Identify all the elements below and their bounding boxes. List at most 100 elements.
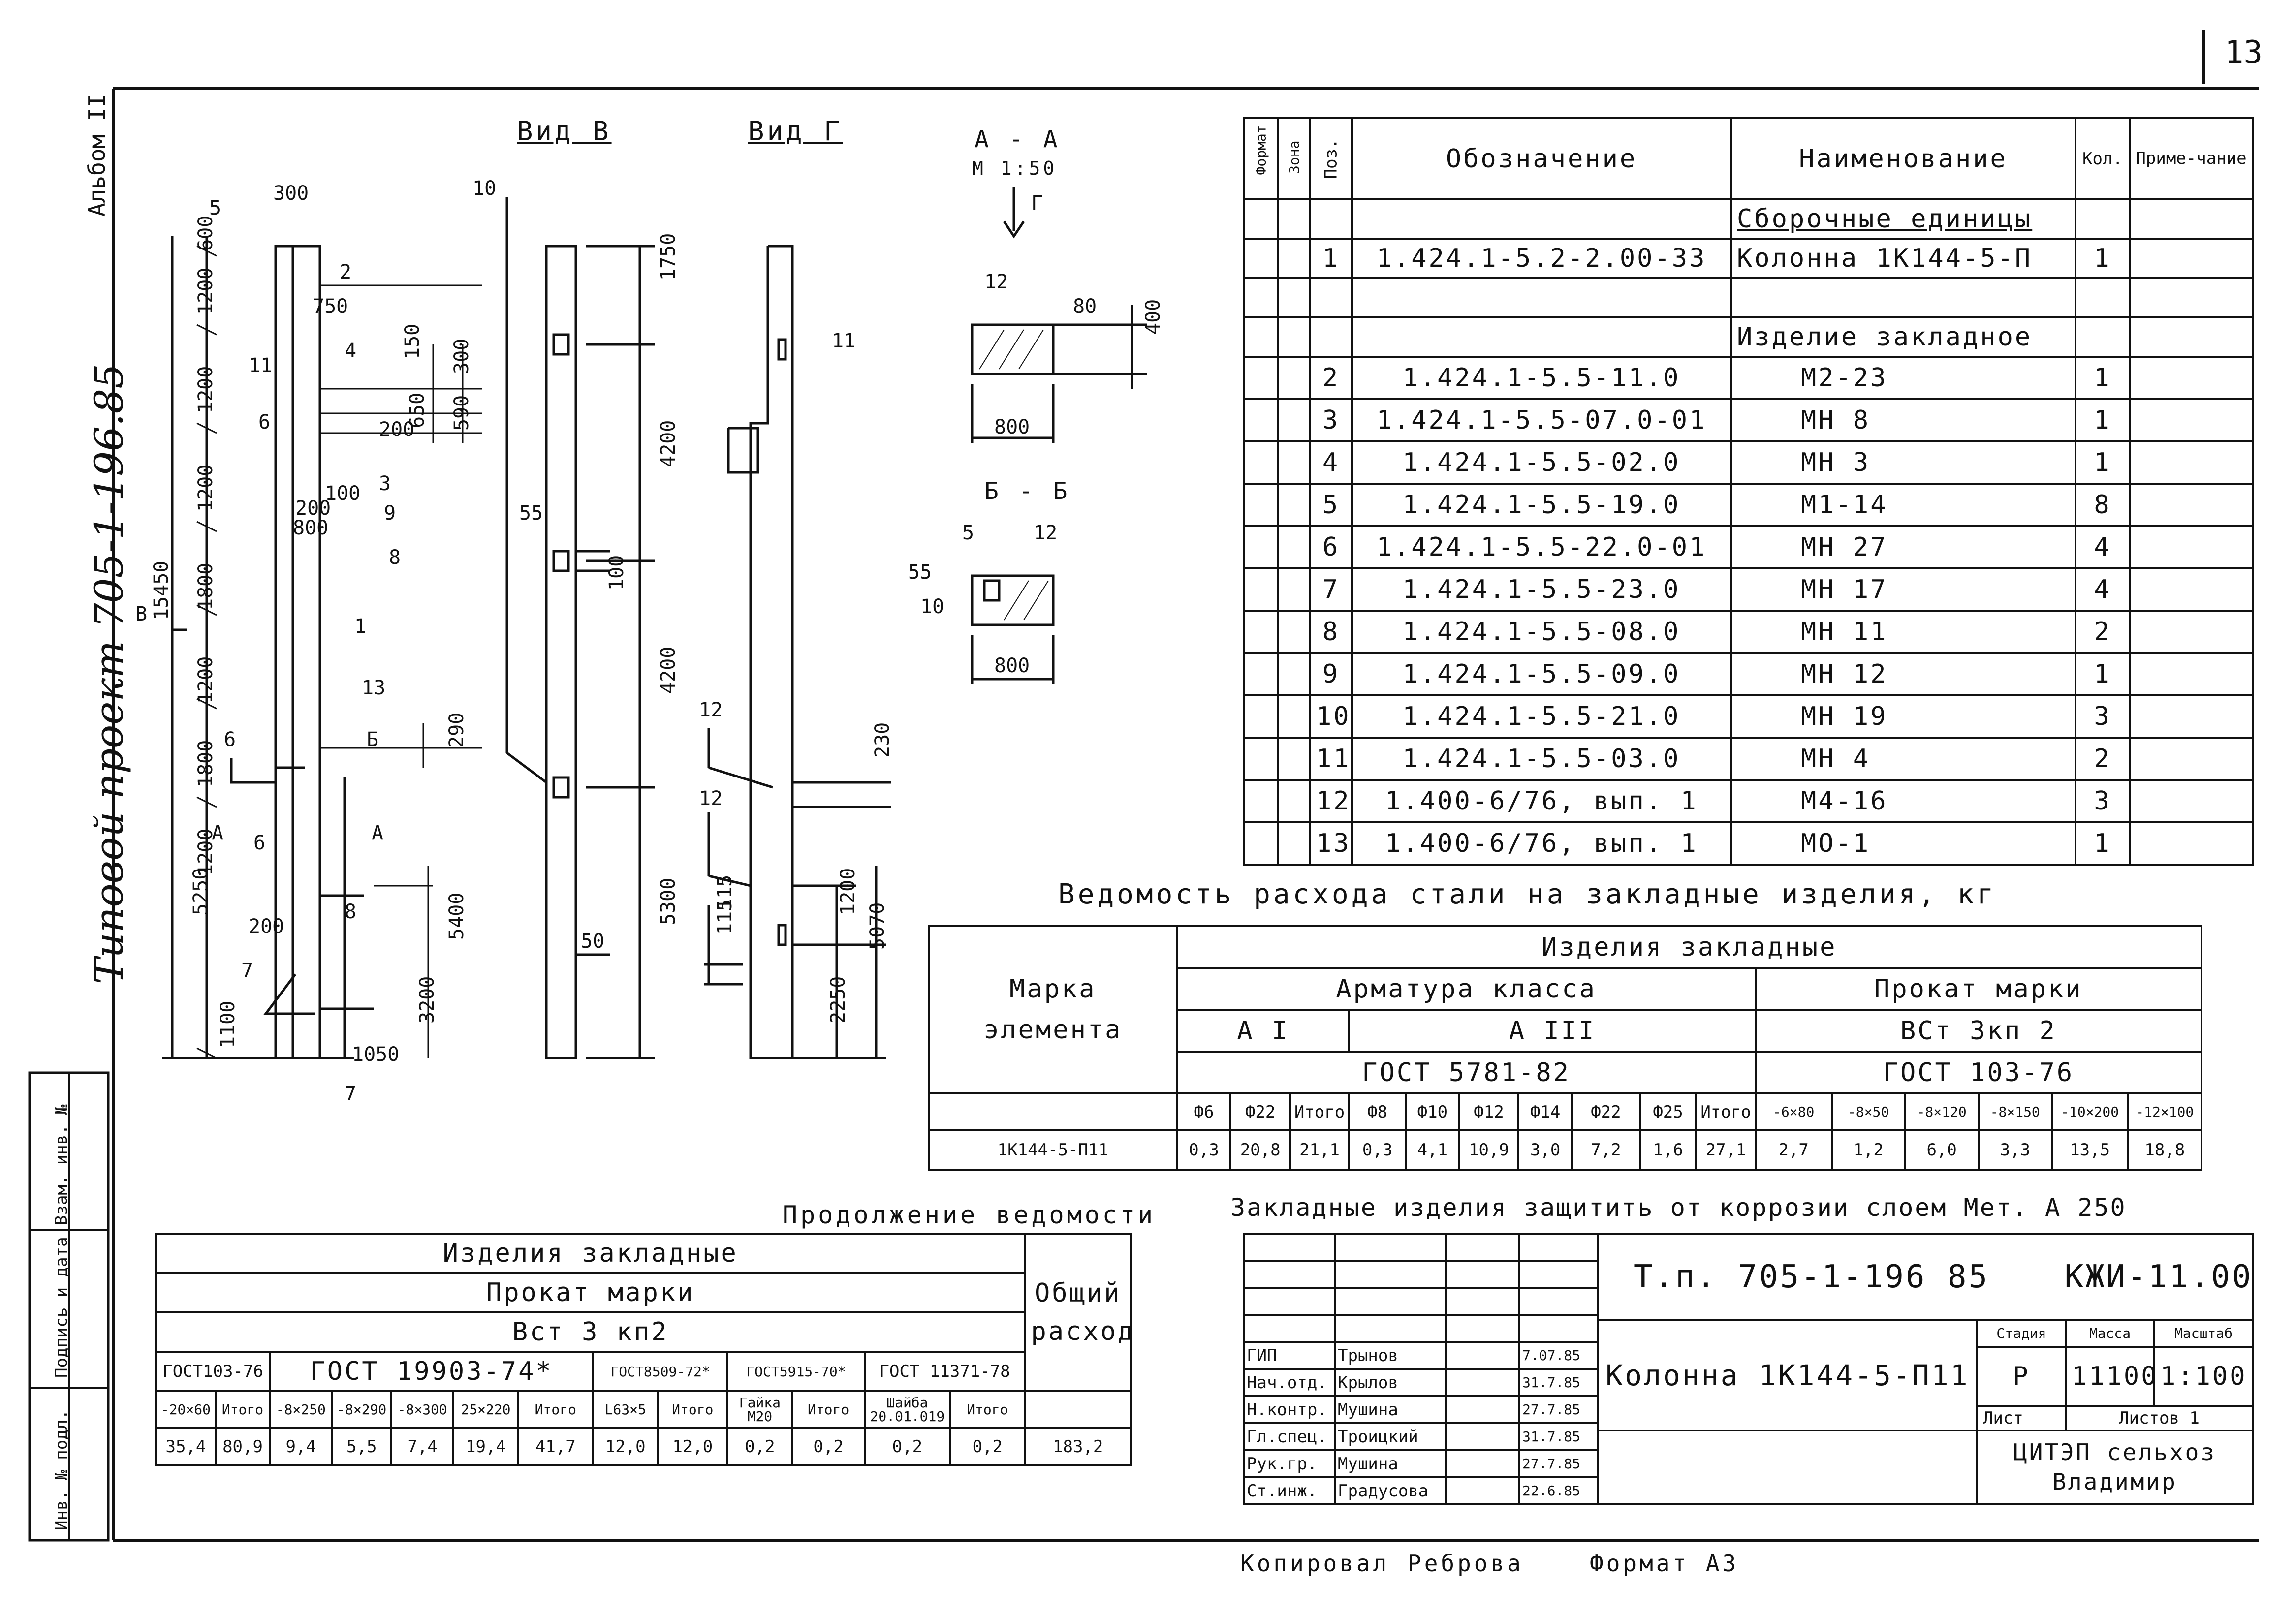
steel-value: 7,2 bbox=[1571, 1129, 1641, 1171]
position-callout: А bbox=[212, 822, 224, 844]
steel-col-header: -12×100 bbox=[2127, 1092, 2203, 1131]
steel-value: 13,5 bbox=[2050, 1129, 2129, 1171]
steel-col-header: Ф12 bbox=[1458, 1092, 1520, 1131]
dimension-label: 11 bbox=[832, 330, 856, 352]
dimension-label: 1800 bbox=[194, 562, 217, 610]
steel-value: 0,3 bbox=[1348, 1129, 1407, 1171]
cont-value: 41,7 bbox=[517, 1427, 594, 1466]
dimension-label: 80 bbox=[1073, 295, 1097, 318]
dimension-label: 5 bbox=[962, 522, 975, 544]
scale-header: Масштаб bbox=[2153, 1319, 2254, 1348]
steel-top-header: Изделия закладные bbox=[1176, 925, 2203, 969]
steel-col-header: Ф8 bbox=[1348, 1092, 1407, 1131]
cont-value: 0,2 bbox=[726, 1427, 793, 1466]
cont-value: 19,4 bbox=[452, 1427, 519, 1466]
spec-group-assembly: Сборочные единицы bbox=[1730, 198, 2076, 240]
dimension-label: 150 bbox=[401, 323, 424, 359]
continuation-table: Изделия закладные Общий расход Прокат ма… bbox=[155, 1233, 1132, 1466]
dimension-label: 1100 bbox=[217, 1000, 239, 1048]
cont-gost-1: ГОСТ103-76 bbox=[155, 1351, 271, 1392]
dimension-label: 5250 bbox=[189, 868, 212, 915]
steel-col-header: Ф10 bbox=[1404, 1092, 1460, 1131]
dimension-label: 4200 bbox=[657, 420, 680, 467]
cont-total-header: Общий расход bbox=[1024, 1233, 1132, 1392]
specification-table: Формат Зона Поз. Обозначение Наименовани… bbox=[1243, 117, 2254, 866]
dimension-label: 1800 bbox=[194, 740, 217, 787]
steel-mark-label: Марка элемента bbox=[928, 925, 1178, 1094]
steel-col-header: Ф14 bbox=[1517, 1092, 1573, 1131]
steel-ai-header: А I bbox=[1176, 1009, 1351, 1053]
cont-value: 12,0 bbox=[657, 1427, 729, 1466]
cont-col-header: Итого bbox=[517, 1390, 594, 1429]
dimension-label: 1200 bbox=[194, 366, 217, 413]
steel-value: 2,7 bbox=[1754, 1129, 1833, 1171]
steel-col-header: -10×200 bbox=[2050, 1092, 2129, 1131]
dimension-label: 600 bbox=[194, 215, 217, 251]
cont-value: 5,5 bbox=[331, 1427, 393, 1466]
cont-col-header: -8×250 bbox=[269, 1390, 333, 1429]
cont-col-header: -8×300 bbox=[390, 1390, 455, 1429]
stamp-sign-label: Подпись и дата bbox=[52, 1237, 71, 1378]
dimension-label: 12 bbox=[699, 699, 723, 721]
format-label: Формат А3 bbox=[1590, 1550, 1739, 1577]
cont-col-header: Итого bbox=[657, 1390, 729, 1429]
steel-value: 18,8 bbox=[2127, 1129, 2203, 1171]
spec-header-qty: Кол. bbox=[2075, 117, 2131, 200]
steel-value: 21,1 bbox=[1289, 1129, 1351, 1171]
steel-col-header: -8×150 bbox=[1977, 1092, 2053, 1131]
cont-col-header: Шайба 20.01.019 bbox=[863, 1390, 951, 1429]
dimension-label: 12 bbox=[1034, 522, 1058, 544]
title-block-sheet-code: КЖИ-11.00 bbox=[2064, 1258, 2253, 1295]
organization: ЦИТЭП сельхоз Владимир bbox=[1976, 1430, 2254, 1505]
dimension-label: 2250 bbox=[827, 976, 849, 1024]
cont-value: 35,4 bbox=[155, 1427, 217, 1466]
steel-vst-header: ВСт 3кп 2 bbox=[1754, 1009, 2203, 1053]
dimension-label: 100 bbox=[325, 482, 361, 505]
dimension-label: 200 bbox=[379, 418, 415, 441]
view-g-title: Вид Г bbox=[748, 116, 843, 147]
dimension-label: 55 bbox=[908, 561, 932, 584]
steel-gost2: ГОСТ 103-76 bbox=[1754, 1051, 2203, 1094]
position-callout: 8 bbox=[389, 546, 401, 569]
cont-total-value: 183,2 bbox=[1024, 1427, 1132, 1466]
cont-vst-header: Вст 3 кп2 bbox=[155, 1311, 1026, 1353]
spec-header-pos: Поз. bbox=[1321, 138, 1341, 179]
steel-mark: 1К144-5-П11 bbox=[928, 1129, 1178, 1171]
dimension-label: 55 bbox=[519, 502, 543, 525]
cont-gost-5: ГОСТ 11371-78 bbox=[863, 1351, 1026, 1392]
spec-header-designation: Обозначение bbox=[1351, 117, 1732, 200]
dimension-label: 590 bbox=[450, 395, 473, 431]
cont-value: 0,2 bbox=[863, 1427, 951, 1466]
dimension-label: 100 bbox=[605, 555, 628, 590]
dimension-label: 300 bbox=[450, 338, 473, 374]
dimension-label: 5070 bbox=[866, 902, 889, 950]
steel-col-header: Итого bbox=[1289, 1092, 1351, 1131]
cont-value: 7,4 bbox=[390, 1427, 455, 1466]
position-callout: 8 bbox=[345, 901, 357, 923]
position-callout: 13 bbox=[362, 677, 386, 699]
position-callout: 6 bbox=[224, 728, 236, 751]
cont-col-header: -20×60 bbox=[155, 1390, 217, 1429]
dimension-label: 15450 bbox=[150, 560, 173, 620]
dimension-label: 1200 bbox=[194, 464, 217, 512]
steel-note: Закладные изделия защитить от коррозии с… bbox=[1230, 1193, 2127, 1222]
sheet-number: 13 bbox=[2225, 34, 2263, 71]
steel-value: 20,8 bbox=[1229, 1129, 1291, 1171]
dimension-label: 800 bbox=[994, 416, 1030, 438]
steel-value: 1,2 bbox=[1830, 1129, 1906, 1171]
cont-col-header: Итого bbox=[214, 1390, 271, 1429]
dimension-label: 10 bbox=[472, 177, 497, 200]
